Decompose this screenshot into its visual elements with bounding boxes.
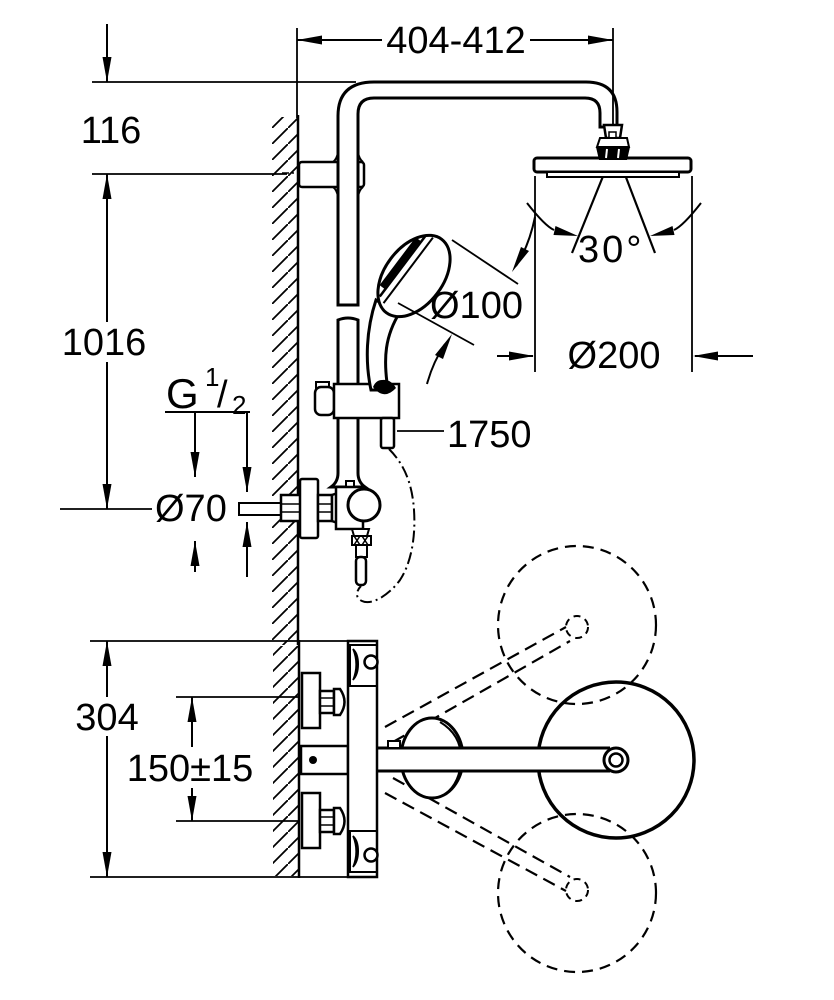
dim-head-angle-label: 30°: [578, 229, 644, 271]
supply-spacing-dimension: [176, 696, 300, 822]
shower-arm-pipe: [336, 80, 619, 307]
bracket-fillets: [332, 151, 364, 198]
thread-label-slash: /: [217, 374, 228, 416]
dim-supply-spacing-label: 150±15: [127, 748, 254, 790]
dim-hand-diameter-label: Ø100: [430, 285, 523, 327]
head-shower-side: [532, 123, 693, 254]
thread-annotation: [165, 411, 252, 577]
knurled-nut: [351, 535, 372, 546]
top-width-dimension: [296, 28, 614, 125]
swivel-positions: [384, 544, 658, 974]
dim-escutcheon-diameter-label: Ø70: [155, 488, 227, 530]
hand-shower-holder: [313, 381, 401, 450]
supply-connection-top: [300, 671, 346, 730]
wall-hatch-plan: [273, 640, 301, 878]
dim-top-width-label: 404-412: [386, 20, 525, 62]
left-dimensions: [60, 24, 356, 510]
thread-label-denominator: 2: [232, 390, 246, 420]
head-shower-plate: [532, 156, 693, 174]
wall-hatch-side: [272, 115, 300, 645]
thermostat-valve-plan: [299, 639, 379, 879]
hand-shower: [365, 233, 452, 395]
shower-hose: [356, 448, 416, 604]
side-view: [60, 24, 753, 645]
supply-connection-bottom: [300, 791, 346, 850]
connector-nut: [596, 147, 630, 160]
valve-knob: [346, 487, 382, 523]
hand-diameter-annotation: [397, 216, 536, 385]
head-diameter-dimension: [497, 176, 753, 372]
hand-shower-head: [376, 233, 452, 319]
thread-label-numerator: 1: [205, 362, 219, 392]
body-height-dimension: [90, 640, 348, 878]
handle-end-cap: [373, 379, 396, 395]
shower-arm-plan: [352, 740, 630, 774]
thermostat-valve-side: [238, 477, 382, 587]
hose-nipple: [379, 416, 396, 450]
dim-wall-offset-label: 116: [81, 110, 142, 152]
angle-annotation: [526, 202, 702, 236]
plan-view: [90, 544, 696, 974]
dim-body-height-label: 304: [75, 697, 138, 739]
dim-hose-length-label: 1750: [447, 414, 532, 456]
dim-head-diameter-label: Ø200: [568, 335, 661, 377]
escutcheon: [298, 477, 320, 540]
dimension-labels: 404-412 116 1016 G 1 / 2 Ø70 Ø100 Ø200 3…: [62, 20, 661, 790]
dim-rail-height-label: 1016: [62, 322, 147, 364]
thread-label-prefix: G: [166, 370, 199, 417]
